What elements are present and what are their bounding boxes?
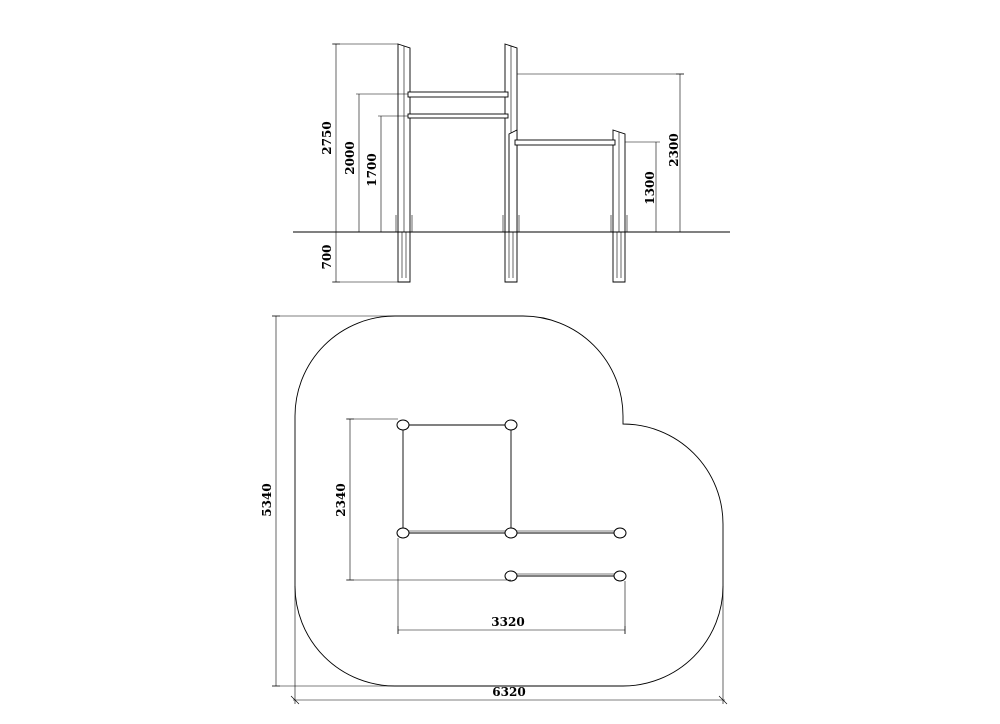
- dim-total-height: [332, 43, 398, 233]
- dim-label-middle-bar: 1700: [365, 153, 379, 186]
- plan-view: 2340 3320 5340 6320: [260, 315, 728, 705]
- dim-frame-width: [397, 538, 626, 634]
- post-node: [504, 570, 518, 582]
- low-bar: [514, 139, 616, 146]
- post-left: [395, 43, 413, 283]
- middle-bar: [407, 113, 509, 119]
- dim-label-depth: 700: [320, 244, 334, 269]
- dim-area-width: [290, 586, 728, 705]
- dim-area-height: [272, 315, 395, 687]
- post-node: [396, 527, 410, 539]
- post-node: [504, 527, 518, 539]
- dim-label-frame-depth: 2340: [334, 483, 348, 516]
- dim-label-high-bar: 2000: [343, 141, 357, 174]
- dim-label-low-bar: 1300: [643, 171, 657, 204]
- dim-frame-depth: [346, 418, 511, 581]
- post-right: [610, 129, 628, 283]
- post-node: [613, 527, 627, 539]
- dim-label-total-height: 2750: [320, 121, 334, 154]
- dim-label-frame-width: 3320: [491, 615, 524, 629]
- safety-area-outline: [294, 315, 724, 687]
- dim-label-area-width: 6320: [492, 685, 525, 699]
- post-node: [396, 419, 410, 431]
- dim-low-bar: [625, 141, 660, 232]
- dim-depth: [332, 232, 398, 283]
- post-node: [613, 570, 627, 582]
- post-middle-front: [508, 129, 518, 233]
- elevation-view: 2750 2000 1700 700 2300: [293, 43, 730, 283]
- post-node: [504, 419, 518, 431]
- dim-label-right-post: 2300: [667, 133, 681, 166]
- high-bar: [407, 91, 509, 98]
- dim-right-post: [517, 73, 684, 233]
- dim-middle-bar: [378, 115, 408, 232]
- dim-label-area-height: 5340: [260, 483, 274, 516]
- frame-bars: [402, 424, 620, 577]
- dim-high-bar: [356, 93, 408, 232]
